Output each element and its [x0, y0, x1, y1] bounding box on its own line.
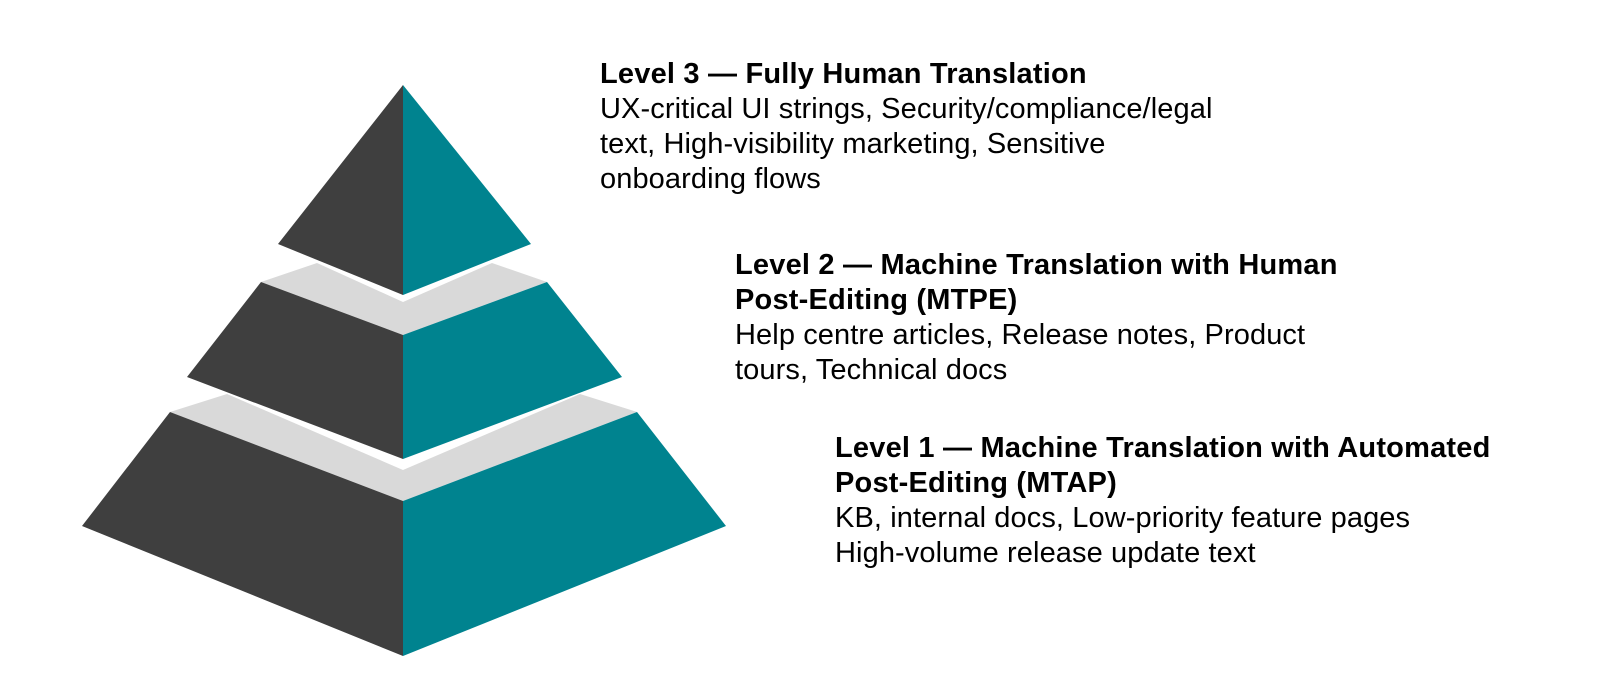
tier-top-left-face [278, 85, 403, 295]
tier-middle-left-face [187, 282, 403, 459]
level-3-label: Level 3 — Fully Human Translation UX-cri… [600, 57, 1212, 197]
level-1-desc-line-1: KB, internal docs, Low-priority feature … [835, 502, 1411, 534]
level-2-title-line-1: Level 2 — Machine Translation with Human [735, 249, 1338, 281]
pyramid-tier-bottom [82, 394, 726, 656]
level-1-title-line-1: Level 1 — Machine Translation with Autom… [835, 432, 1491, 464]
tier-bottom-band [170, 394, 637, 501]
level-2-title-line-2: Post-Editing (MTPE) [735, 284, 1018, 316]
level-1-label: Level 1 — Machine Translation with Autom… [835, 431, 1491, 571]
level-2-desc-line-2: tours, Technical docs [735, 354, 1008, 386]
level-2-label: Level 2 — Machine Translation with Human… [735, 248, 1338, 388]
tier-bottom-left-face [82, 412, 403, 656]
level-1-desc-line-2: High-volume release update text [835, 537, 1256, 569]
pyramid-tier-top [278, 85, 531, 295]
tier-bottom-right-face [403, 412, 726, 656]
level-2-desc-line-1: Help centre articles, Release notes, Pro… [735, 319, 1306, 351]
level-3-title: Level 3 — Fully Human Translation [600, 58, 1087, 90]
tier-middle-band [261, 263, 547, 335]
pyramid-tier-middle [187, 263, 622, 459]
level-1-title-line-2: Post-Editing (MTAP) [835, 467, 1117, 499]
tier-top-right-face [403, 85, 531, 295]
level-3-desc-line-3: onboarding flows [600, 163, 821, 195]
tier-middle-right-face [403, 282, 622, 459]
level-3-desc-line-1: UX-critical UI strings, Security/complia… [600, 93, 1213, 125]
level-3-desc-line-2: text, High-visibility marketing, Sensiti… [600, 128, 1106, 160]
